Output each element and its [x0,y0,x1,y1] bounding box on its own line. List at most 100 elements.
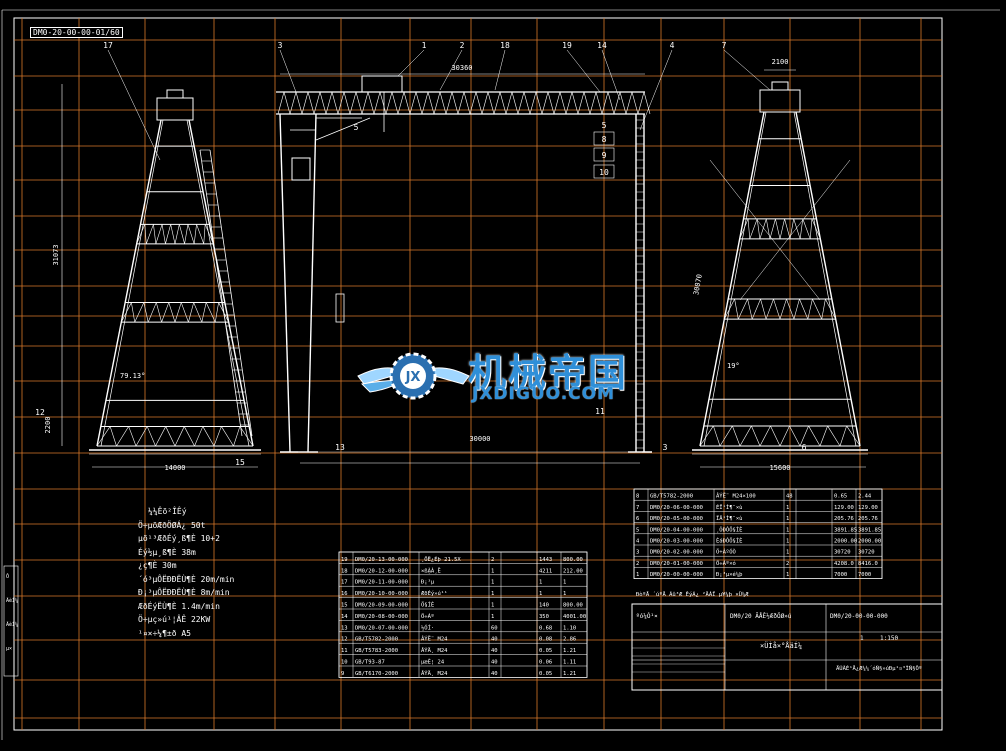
table-cell: DM0/20-00-00-000 [650,572,703,578]
table-cell: DM0/20-12-00-000 [355,568,408,574]
table-cell: ÈáÐÔÖ§ÍÈ [716,537,743,545]
truss-web [732,425,741,447]
truss-web [747,298,753,320]
leader-line [397,49,425,77]
truss-web [135,426,148,447]
table-cell: DM0/20-04-00-000 [650,527,703,533]
callout-box [593,131,615,146]
callout-4: 4 [670,41,675,50]
operator-cab [291,157,311,181]
table-cell: 13 [341,625,348,631]
table-cell: Ö§ÍÈ [421,601,434,609]
dim-overall-width: 30360 [451,64,472,72]
orange-grid [14,18,942,730]
girder-web [325,91,333,115]
dim-left-height: 31073 [52,244,60,265]
tower-leg-inner [100,119,164,447]
table-cell: 14 [341,614,348,620]
girder-web [583,91,591,115]
table-cell: Ö÷ÁºÓÒ [716,549,736,556]
table-cell: 1 [786,572,789,578]
table-cell: 1.21 [563,671,576,677]
table-cell: 30720 [858,550,875,556]
callout-7: 7 [722,41,727,50]
truss-web [812,298,823,320]
truss-web [131,302,136,323]
table-cell: 0.68 [539,625,552,631]
dim-left-angle: 79.13° [120,372,145,380]
dim-left-width: 14000 [164,464,185,472]
truss-web [799,425,809,447]
margin-label: Ô­ [6,573,9,580]
table-cell: 1 [636,572,639,578]
margin-label: ÃèÍ¼ [6,596,18,604]
truss-web [213,426,222,447]
table-cell: 40 [491,660,498,666]
truss-web [204,224,214,244]
girder-web [463,91,471,115]
truss-web [184,224,189,244]
table-cell: 800.00 [563,557,583,563]
table-cell: Ö÷Áº×ó [716,560,736,567]
table-cell: 2.44 [858,494,872,500]
title-project: ºó¼Ó¹¤ [636,613,658,620]
watermark-title: 机械帝国 [468,351,629,395]
truss-web [174,426,185,447]
truss-web [202,426,215,447]
table-cell: 60 [491,625,498,631]
table-cell: 1 [786,550,789,556]
truss-web [180,302,189,323]
callout-1: 1 [422,41,427,50]
table-cell: 2.86 [563,637,576,643]
table-cell: 7000 [858,572,871,578]
table-cell: 12 [341,637,348,643]
girder-web [601,91,609,115]
truss-web [784,218,791,239]
girder-web [577,91,585,115]
girder-web [523,91,531,115]
tower-leg [96,119,162,447]
truss-web [779,298,787,320]
title-drawing-code: DM0/20-00-00-000 [830,613,888,620]
table-cell: 6 [636,516,639,522]
table-cell: DM0/20-07-00-000 [355,625,408,631]
callout-2: 2 [460,41,465,50]
table-cell: 350 [539,614,549,620]
table-cell: DM0/20-06-00-000 [650,505,703,511]
callout-8: 8 [602,135,607,144]
girder-web [643,91,651,115]
girder-web [361,91,369,115]
truss-web [827,425,841,447]
girder-web [313,91,321,115]
title-drawing-title: DM0/20 ÃÅÊ½ÆðÖØ»ú [730,612,792,620]
table-cell: 17 [341,580,348,586]
table-cell: 1 [491,568,494,574]
leader-line [107,49,161,161]
table-cell: 3891.85 [834,527,857,533]
table-cell: DM0/20-10-00-000 [355,591,408,597]
girder-web [487,91,495,115]
truss-web [155,426,166,447]
table-cell: ÂÝÄ¸ M24 [421,670,448,677]
drawing-number: DM0-20-00-00-01/60 [30,27,123,38]
callout-box [593,164,615,179]
girder-web [277,91,285,115]
truss-web [184,426,195,447]
truss-web [194,426,204,447]
truss-web [759,425,771,447]
truss-web [165,224,171,244]
truss-web [161,224,166,244]
girder-web [619,91,627,115]
left-tower [89,89,261,455]
table-cell: GB/T6170-2000 [355,671,398,677]
cross-brace [739,159,851,301]
truss-web [802,218,811,240]
table-cell: GB/T5782-2000 [650,494,693,500]
table-cell: 1443 [539,557,552,563]
truss-web [193,302,203,323]
